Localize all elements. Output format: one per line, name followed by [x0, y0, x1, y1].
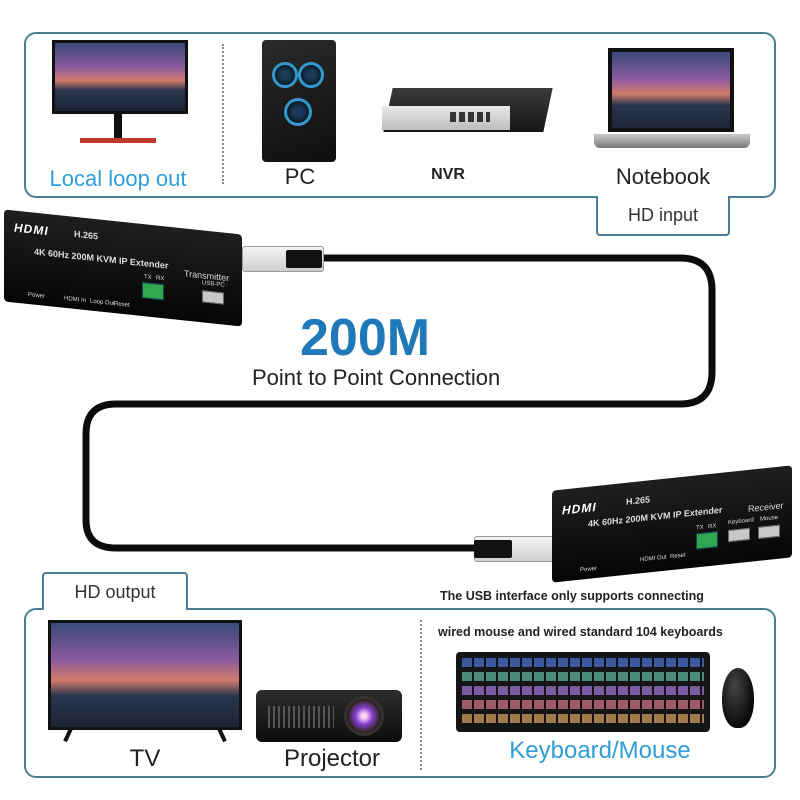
receiver-keyboard-label: Keyboard	[728, 517, 754, 527]
transmitter-model: 4K 60Hz 200M KVM IP Extender	[34, 246, 169, 271]
divider	[420, 620, 422, 770]
pc-label: PC	[284, 164, 316, 189]
nvr-icon	[378, 88, 558, 138]
transmitter-power-label: Power	[28, 292, 46, 300]
distance-headline: 200M	[300, 309, 431, 367]
projector-label: Projector	[283, 745, 381, 772]
usb-note-line2: wired mouse and wired standard 104 keybo…	[438, 625, 723, 639]
mouse-usb-port	[758, 524, 780, 539]
keyboard-usb-port	[728, 527, 750, 543]
hdmi-logo: HDMI	[14, 220, 49, 239]
hd-output-tab: HD output	[42, 572, 188, 610]
usb-pc-port	[202, 290, 224, 305]
transmitter-tx-label: TX	[144, 274, 152, 282]
receiver-mouse-label: Mouse	[760, 514, 779, 523]
nvr-label: NVR	[431, 166, 465, 183]
hdmi-logo: HDMI	[562, 499, 597, 518]
pc-tower-icon	[258, 40, 340, 164]
transmitter-hdmi-in-label: HDMI In	[64, 295, 87, 305]
notebook-label: Notebook	[615, 164, 711, 189]
transmitter-usb-pc-label: USB-PC	[202, 280, 225, 289]
connection-description: Point to Point Connection	[252, 365, 501, 390]
projector-icon	[256, 690, 406, 746]
rj45-boot-receiver	[474, 540, 512, 558]
local-loop-out-label: Local loop out	[49, 166, 187, 191]
receiver-rx-label: RX	[708, 523, 717, 531]
hd-input-tab: HD input	[596, 196, 730, 236]
keyboard-mouse-label: Keyboard/Mouse	[509, 737, 691, 764]
laptop-icon	[594, 48, 750, 160]
transmitter-rx-label: RX	[156, 275, 165, 283]
rj45-boot-transmitter	[286, 250, 322, 268]
divider	[222, 44, 224, 184]
receiver-power-label: Power	[580, 565, 598, 574]
transmitter-loop-out-label: Loop Out	[90, 298, 115, 308]
transmitter-codec: H.265	[74, 228, 99, 242]
receiver-tx-label: TX	[696, 524, 704, 532]
receiver-hdmi-out-label: HDMI Out	[640, 554, 667, 564]
rs232-terminal	[142, 281, 164, 301]
mouse-icon	[722, 668, 754, 728]
receiver-role: Receiver	[748, 500, 784, 515]
tv-icon	[48, 620, 242, 744]
keyboard-mouse-icon	[456, 652, 768, 736]
transmitter-reset-label: Reset	[114, 301, 130, 309]
receiver-codec: H.265	[626, 494, 651, 507]
keyboard-icon	[456, 652, 710, 732]
receiver-reset-label: Reset	[670, 552, 686, 561]
tv-label: TV	[129, 745, 161, 772]
usb-note-line1: The USB interface only supports connecti…	[440, 589, 704, 603]
monitor-icon	[50, 40, 190, 160]
rs232-terminal	[696, 531, 718, 550]
